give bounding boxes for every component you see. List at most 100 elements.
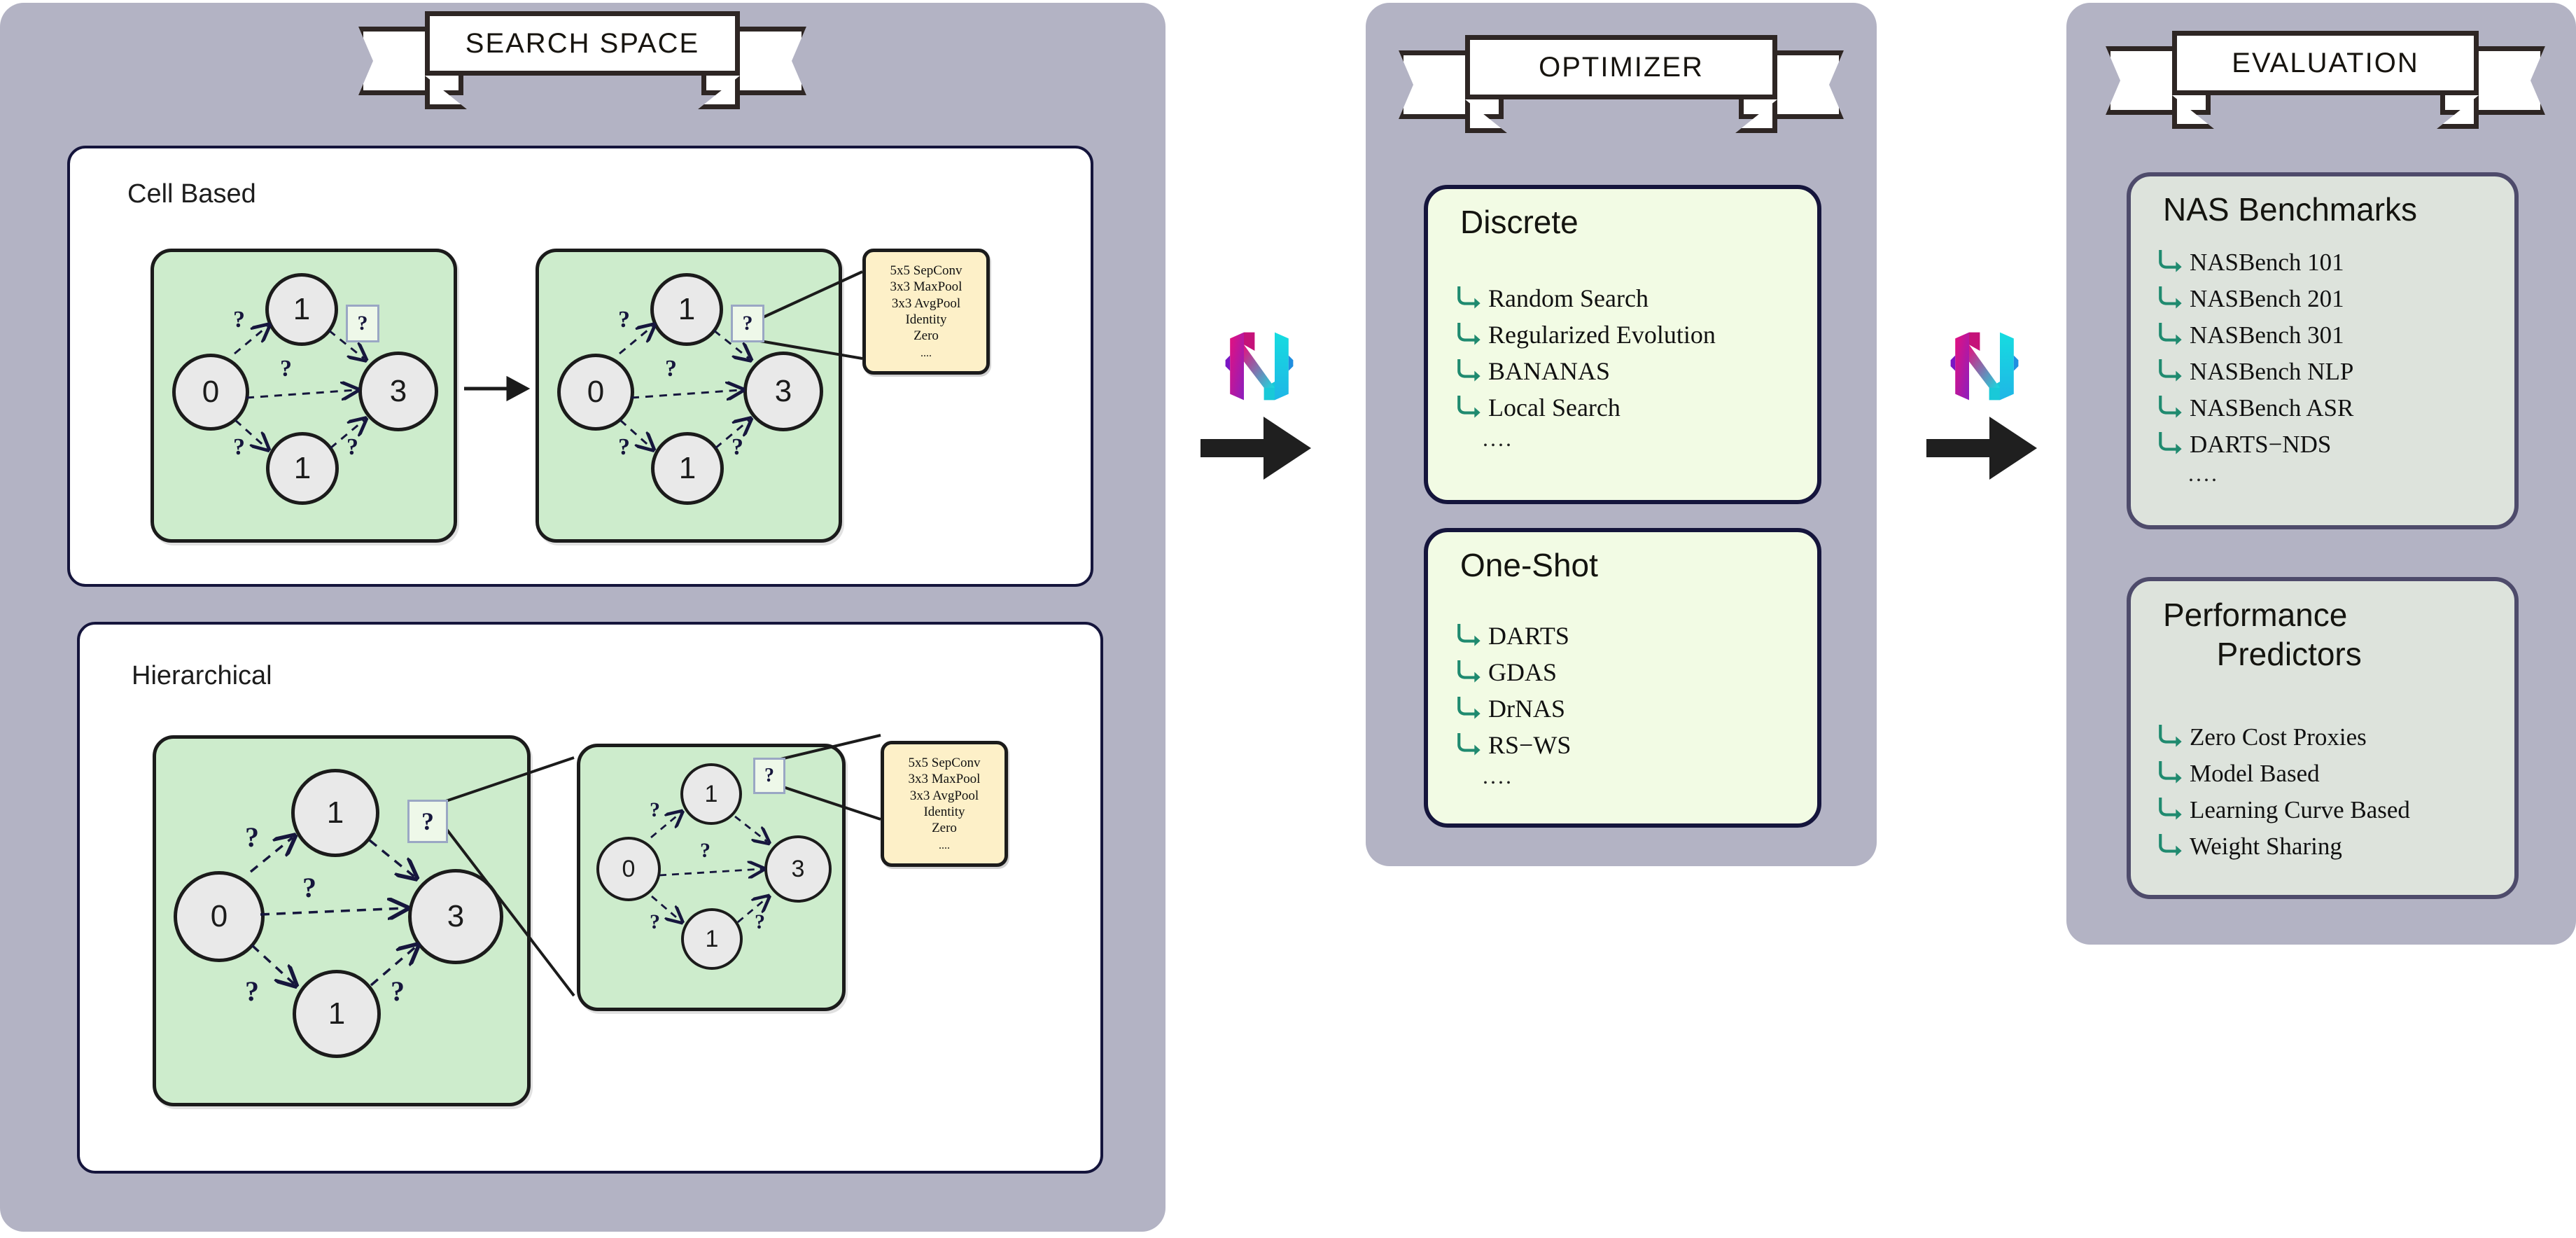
node-label: 0	[202, 375, 220, 409]
bullet-arrow-icon	[2159, 798, 2182, 820]
graph-node-1-top: 1	[265, 273, 338, 346]
ribbon-label: SEARCH SPACE	[465, 27, 700, 59]
n-op-placeholder-box[interactable]: ?	[753, 758, 785, 794]
discrete-title: Discrete	[1460, 204, 1578, 240]
item-label: DrNAS	[1488, 695, 1566, 723]
one-shot-item-1: GDAS	[1455, 653, 1557, 687]
operation-item: Zero	[913, 328, 939, 343]
h-op-placeholder-box[interactable]: ?	[407, 800, 448, 843]
h-edge-question-3: ?	[245, 975, 259, 1007]
h-node-1-bottom: 1	[293, 970, 381, 1058]
n-node-3: 3	[764, 835, 832, 903]
graph2-node-1-bottom: 1	[651, 432, 724, 505]
one-shot-item-2: DrNAS	[1455, 689, 1565, 723]
edge2-question-1: ?	[618, 307, 630, 333]
bullet-arrow-icon	[1457, 733, 1480, 756]
bullet-arrow-icon	[2159, 396, 2182, 418]
n-node-1-bottom: 1	[681, 908, 743, 970]
evaluation-ribbon: EVALUATION	[2106, 31, 2545, 129]
one-shot-card	[1424, 528, 1821, 828]
graph-node-1-bottom: 1	[266, 432, 339, 505]
operations-list-2: 5x5 SepConv 3x3 MaxPool 3x3 AvgPool Iden…	[881, 741, 1008, 867]
edge-question-4: ?	[346, 434, 358, 460]
edge2-question-2: ?	[665, 356, 677, 382]
node-label: 0	[622, 855, 636, 882]
ribbon-label: OPTIMIZER	[1539, 51, 1704, 83]
bullet-arrow-icon	[2159, 323, 2182, 345]
node-label: 3	[389, 374, 407, 408]
discrete-item-1: Regularized Evolution	[1455, 315, 1716, 349]
item-label: NASBench NLP	[2190, 358, 2354, 385]
discrete-item-2: BANANAS	[1455, 352, 1610, 386]
bullet-arrow-icon	[2159, 286, 2182, 309]
nas-benchmark-item-1: NASBench 201	[2156, 279, 2344, 313]
one-shot-item-0: DARTS	[1455, 616, 1569, 651]
operations-list-1: 5x5 SepConv 3x3 MaxPool 3x3 AvgPool Iden…	[862, 249, 990, 375]
graph-node-0: 0	[172, 354, 249, 431]
bullet-arrow-icon	[2159, 725, 2182, 747]
bullet-arrow-icon	[2159, 250, 2182, 272]
graph2-node-1-top: 1	[650, 273, 723, 346]
op-placeholder-box-1[interactable]: ?	[346, 305, 379, 342]
node-label: 1	[293, 292, 311, 326]
node-label: 1	[678, 292, 696, 326]
item-label: Zero Cost Proxies	[2190, 723, 2367, 751]
operation-item: 3x3 MaxPool	[890, 279, 962, 295]
operation-item: Identity	[923, 804, 965, 819]
item-label: Local Search	[1488, 394, 1620, 422]
operation-item: 5x5 SepConv	[890, 263, 962, 279]
item-label: Random Search	[1488, 284, 1648, 312]
performance-predictors-title: Performance Predictors	[2163, 597, 2362, 673]
ribbon-plate: SEARCH SPACE	[425, 11, 740, 76]
item-label: Learning Curve Based	[2190, 796, 2410, 823]
discrete-item-3: Local Search	[1455, 388, 1620, 422]
nas-benchmark-item-4: NASBench ASR	[2156, 388, 2353, 422]
operation-item: 3x3 MaxPool	[908, 772, 981, 787]
operations-ellipsis: ....	[939, 840, 950, 852]
bullet-arrow-icon	[1457, 624, 1480, 646]
discrete-item-0: Random Search	[1455, 279, 1648, 313]
discrete-card	[1424, 185, 1821, 504]
edge2-question-4: ?	[732, 434, 743, 460]
item-label: GDAS	[1488, 658, 1558, 686]
node-label: 1	[328, 996, 346, 1031]
node-label: 3	[447, 899, 465, 933]
cell-based-title: Cell Based	[127, 179, 256, 209]
item-label: NASBench 101	[2190, 249, 2344, 276]
flow-arrow-1	[1200, 410, 1312, 490]
item-label: NASBench ASR	[2190, 394, 2354, 422]
n-edge-question-2: ?	[700, 839, 710, 862]
graph-node-3: 3	[358, 352, 438, 431]
naslib-logo-2	[1946, 328, 2023, 405]
discrete-ellipsis: ....	[1483, 426, 1513, 451]
bullet-arrow-icon	[1457, 697, 1480, 719]
one-shot-item-3: RS−WS	[1455, 725, 1571, 760]
nas-benchmark-item-3: NASBench NLP	[2156, 352, 2353, 386]
op-placeholder-box-2[interactable]: ?	[731, 305, 764, 342]
n-edge-question-3: ?	[650, 910, 660, 933]
nas-benchmark-item-2: NASBench 301	[2156, 315, 2344, 349]
h-edge-question-1: ?	[245, 821, 259, 853]
item-label: RS−WS	[1488, 731, 1572, 759]
bullet-arrow-icon	[2159, 359, 2182, 382]
edge-question-3: ?	[233, 434, 245, 460]
bullet-arrow-icon	[2159, 432, 2182, 454]
item-label: DARTS	[1488, 622, 1569, 650]
ribbon-plate: EVALUATION	[2172, 31, 2479, 95]
n-node-1-top: 1	[680, 763, 742, 825]
item-label: Regularized Evolution	[1488, 321, 1716, 349]
node-label: 1	[326, 795, 344, 830]
operation-item: 3x3 AvgPool	[891, 295, 961, 311]
nas-benchmarks-card	[2127, 172, 2519, 529]
n-node-0: 0	[596, 837, 661, 901]
node-label: 1	[705, 925, 719, 952]
graph2-node-0: 0	[557, 354, 634, 431]
bullet-arrow-icon	[1457, 286, 1480, 309]
nas-benchmarks-ellipsis: ....	[2188, 461, 2219, 486]
bullet-arrow-icon	[2159, 834, 2182, 856]
item-label: Weight Sharing	[2190, 833, 2342, 860]
nas-benchmark-item-0: NASBench 101	[2156, 242, 2344, 277]
node-label: 1	[704, 780, 718, 807]
operation-item: 3x3 AvgPool	[909, 788, 979, 803]
edge-question-2: ?	[280, 356, 292, 382]
